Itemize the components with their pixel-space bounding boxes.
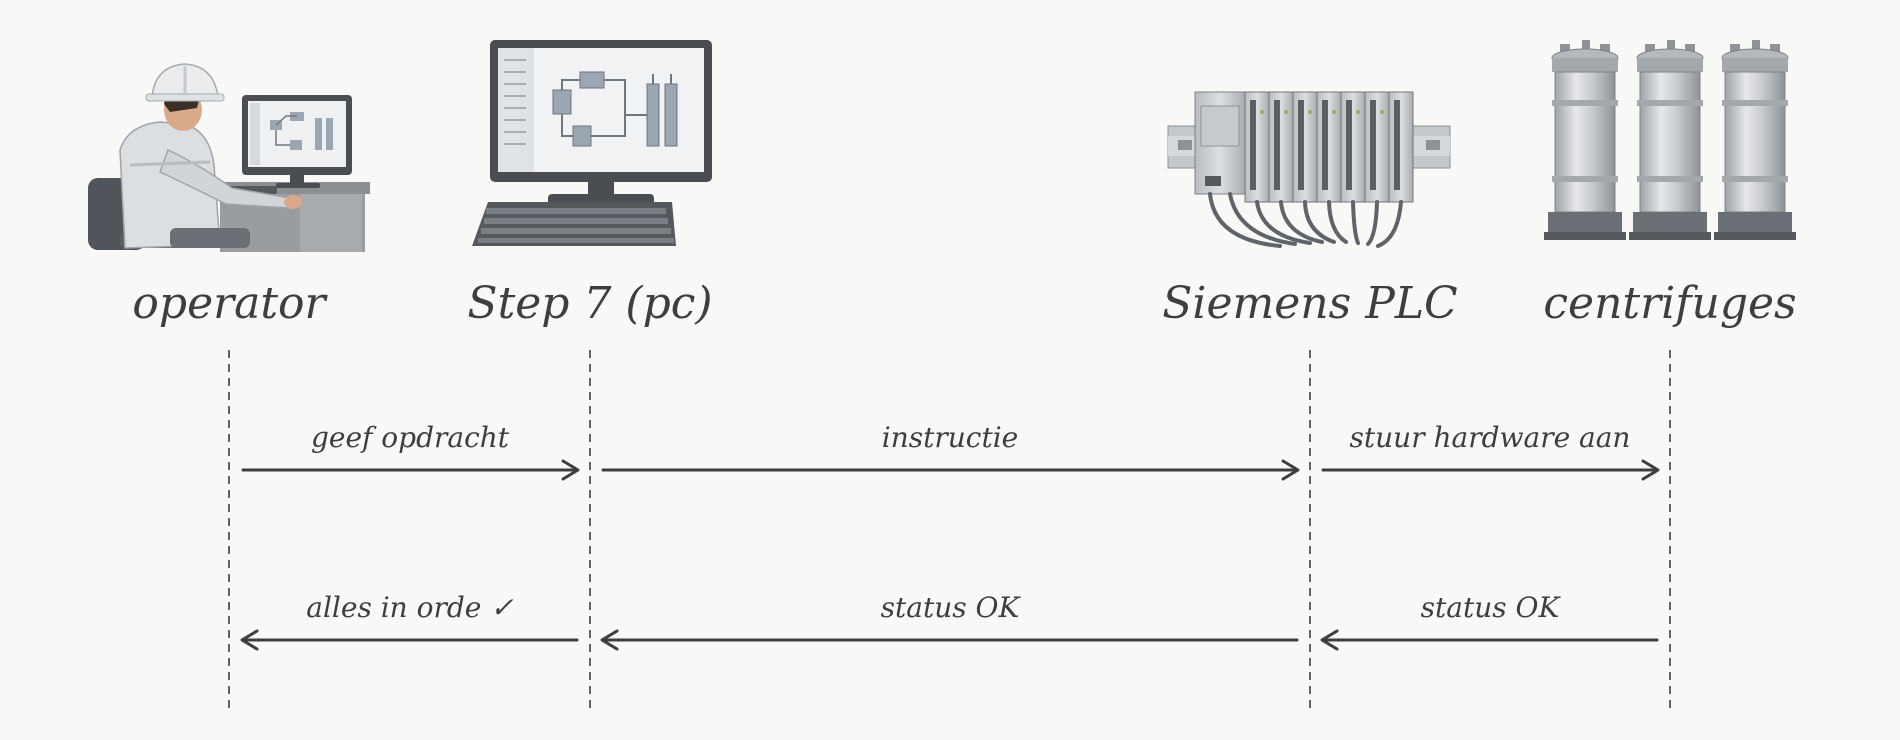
arrow-status-ok-pc [600, 629, 1299, 651]
message-label-alles-in-orde: alles in orde ✓ [306, 591, 514, 624]
arrow-geef-opdracht [241, 459, 580, 481]
message-label-stuur-hardware-aan: stuur hardware aan [1349, 421, 1631, 454]
arrow-instructie [601, 459, 1300, 481]
arrow-status-ok-plc [1320, 629, 1659, 651]
actor-label-operator: operator [132, 278, 326, 329]
actor-label-pc: Step 7 (pc) [467, 278, 713, 329]
message-label-status-ok-plc: status OK [1420, 591, 1560, 624]
operator-at-workstation-icon [88, 63, 370, 252]
actor-label-plc: Siemens PLC [1162, 278, 1458, 329]
arrow-alles-in-orde [240, 629, 579, 651]
desktop-computer-icon [472, 40, 712, 246]
arrow-stuur-hardware-aan [1321, 459, 1660, 481]
actor-label-centrifuges: centrifuges [1543, 278, 1797, 329]
plc-rack-icon [1167, 91, 1451, 248]
centrifuge-cylinders-icon [1544, 40, 1796, 240]
message-label-instructie: instructie [881, 421, 1019, 454]
message-label-status-ok-pc: status OK [880, 591, 1020, 624]
message-label-geef-opdracht: geef opdracht [310, 421, 510, 454]
